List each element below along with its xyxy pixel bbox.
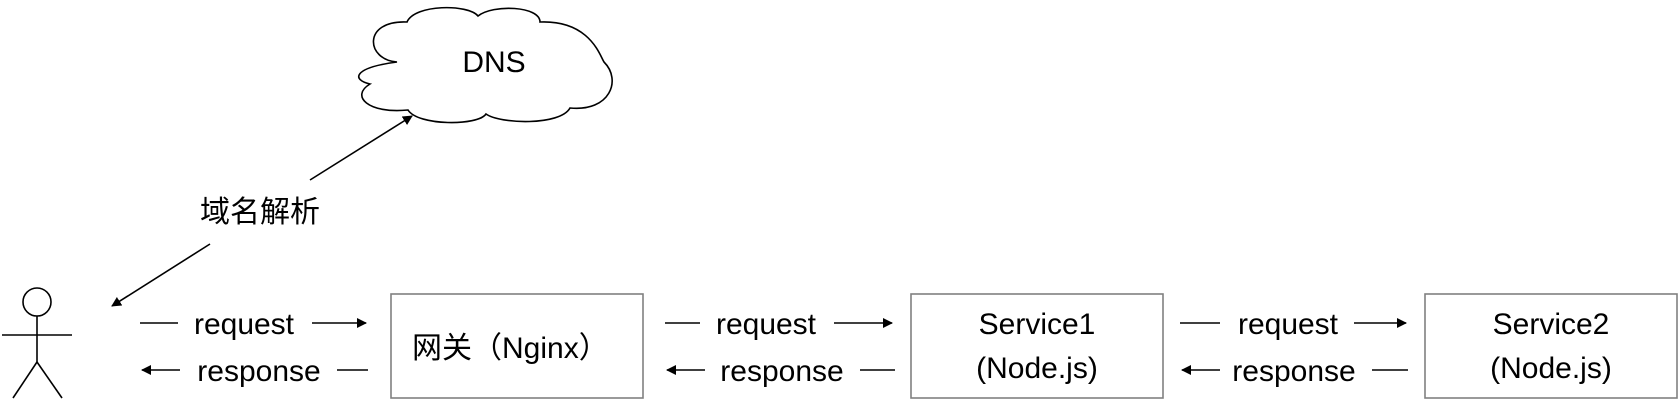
response-label: response [1232, 355, 1355, 388]
request-label: request [194, 308, 295, 341]
service1-name: Service1 [979, 308, 1096, 341]
service1-node: Service1 (Node.js) [910, 293, 1164, 399]
service2-name: Service2 [1493, 308, 1610, 341]
gateway-label: 网关（Nginx） [412, 332, 609, 365]
dns-resolution-label: 域名解析 [200, 196, 320, 229]
gateway-service1-link: request response [665, 308, 895, 388]
user-gateway-link: request response [140, 308, 368, 388]
dns-arrow-up [309, 115, 413, 181]
service2-runtime: (Node.js) [1490, 352, 1612, 385]
gateway-node: 网关（Nginx） [390, 293, 644, 399]
service1-runtime: (Node.js) [976, 352, 1098, 385]
response-label: response [197, 355, 320, 388]
service1-service2-link: request response [1180, 308, 1408, 388]
request-label: request [716, 308, 817, 341]
dns-cloud: DNS [358, 6, 613, 124]
request-label: request [1238, 308, 1339, 341]
dns-arrow-down [111, 243, 211, 307]
service2-node: Service2 (Node.js) [1424, 293, 1678, 399]
dns-resolution-link: 域名解析 [111, 115, 413, 307]
response-label: response [720, 355, 843, 388]
user-actor-icon [2, 287, 72, 399]
dns-label: DNS [462, 46, 525, 79]
